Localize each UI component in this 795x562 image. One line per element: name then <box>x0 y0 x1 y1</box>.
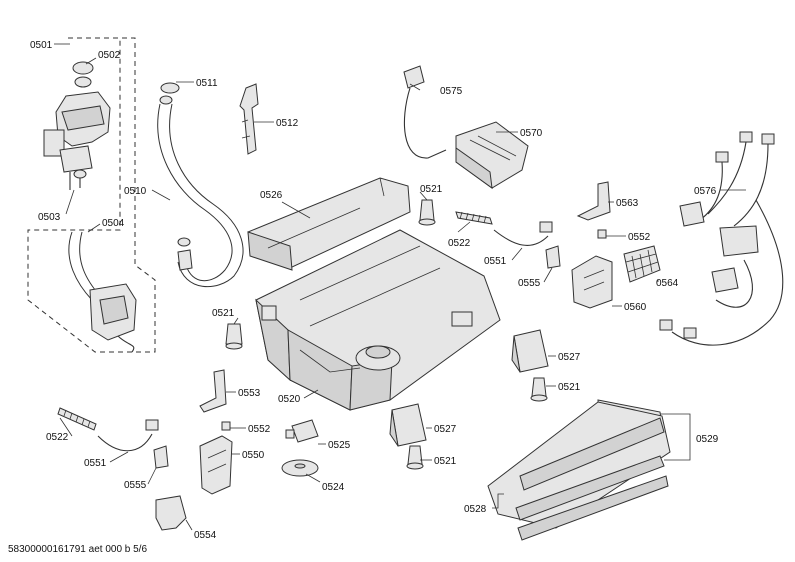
label-0512: 0512 <box>276 118 299 129</box>
clip-0555-lower <box>153 445 169 469</box>
label-0529: 0529 <box>696 434 719 445</box>
label-0504: 0504 <box>102 218 125 229</box>
drain-hose-0510 <box>157 82 244 288</box>
power-plug-0575 <box>403 65 447 159</box>
bracket-0560 <box>571 255 613 309</box>
label-0554: 0554 <box>194 530 217 541</box>
label-0563: 0563 <box>616 198 639 209</box>
toe-kick-0529 <box>487 399 671 529</box>
foot-screw-0521-a <box>418 199 436 226</box>
spring-0522-lower <box>57 407 97 431</box>
bracket-0553 <box>199 369 227 413</box>
nut-0552-upper <box>597 229 607 239</box>
label-0522-a: 0522 <box>448 238 471 249</box>
label-0520: 0520 <box>278 394 301 405</box>
foot-0527-center <box>389 403 427 447</box>
label-0575: 0575 <box>440 86 463 97</box>
cover-0526 <box>247 177 411 271</box>
grid-bracket-0564 <box>623 245 661 283</box>
label-0553: 0553 <box>238 388 261 399</box>
label-0550: 0550 <box>242 450 265 461</box>
spring-0522-upper <box>455 211 493 225</box>
inlet-hose-0504 <box>68 231 137 353</box>
disc-0524 <box>281 459 319 477</box>
wiring-harness-0576 <box>659 131 784 346</box>
group-outline-0501 <box>27 37 156 353</box>
clip-0555-upper <box>545 245 561 269</box>
foot-screw-0521-c <box>530 377 548 402</box>
inlet-valve-assembly <box>43 61 111 190</box>
label-0552-b: 0552 <box>248 424 271 435</box>
label-0511: 0511 <box>196 78 218 89</box>
callout-labels: 0501 0502 0503 0504 0510 0511 0512 0526 … <box>30 40 719 541</box>
hose-bracket-0512 <box>239 83 259 155</box>
label-0503: 0503 <box>38 212 61 223</box>
label-0564: 0564 <box>656 278 679 289</box>
label-0501: 0501 <box>30 40 53 51</box>
label-0525: 0525 <box>328 440 351 451</box>
connector-0525 <box>285 419 319 443</box>
foot-screw-0521-b <box>225 323 243 350</box>
bracket-0550 <box>199 435 233 495</box>
label-0521-c: 0521 <box>558 382 581 393</box>
label-0527-a: 0527 <box>558 352 581 363</box>
label-0510: 0510 <box>124 186 147 197</box>
label-0555-a: 0555 <box>518 278 541 289</box>
nut-0552-lower <box>221 421 231 431</box>
label-0576: 0576 <box>694 186 717 197</box>
cable-0551-upper <box>493 221 553 246</box>
cable-0551-lower <box>97 419 159 452</box>
bracket-0554 <box>155 495 187 531</box>
label-0551-b: 0551 <box>84 458 107 469</box>
toe-kick-0528-strip <box>517 475 669 541</box>
label-0502: 0502 <box>98 50 121 61</box>
label-0527-b: 0527 <box>434 424 457 435</box>
label-0555-b: 0555 <box>124 480 147 491</box>
base-tub-0520 <box>255 229 501 411</box>
label-0570: 0570 <box>520 128 543 139</box>
label-0552-a: 0552 <box>628 232 651 243</box>
label-0521-a: 0521 <box>420 184 443 195</box>
label-0551-a: 0551 <box>484 256 507 267</box>
label-0521-d: 0521 <box>434 456 457 467</box>
label-0521-b: 0521 <box>212 308 235 319</box>
label-0524: 0524 <box>322 482 345 493</box>
document-footer: 58300000161791 aet 000 b 5/6 <box>8 544 147 555</box>
label-0526: 0526 <box>260 190 283 201</box>
label-0528: 0528 <box>464 504 487 515</box>
foot-screw-0521-d <box>406 445 424 470</box>
control-module-0570 <box>455 121 529 190</box>
leader-lines <box>54 43 746 531</box>
label-0522-b: 0522 <box>46 432 69 443</box>
label-0560: 0560 <box>624 302 647 313</box>
foot-0527-right <box>511 329 549 373</box>
bracket-0563 <box>576 181 611 221</box>
